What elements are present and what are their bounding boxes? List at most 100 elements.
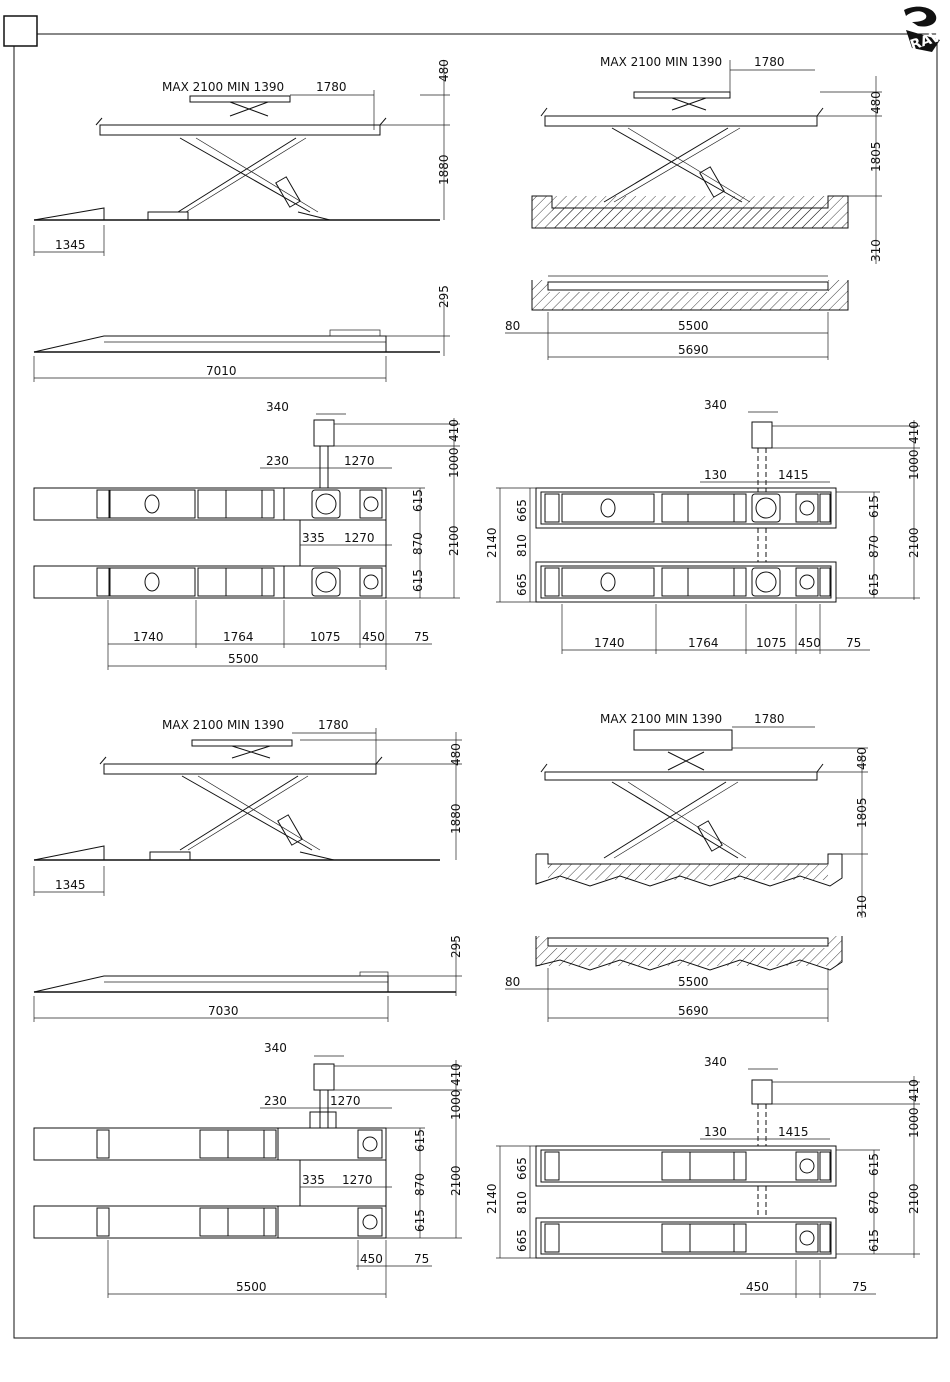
dim-1764: 1764 (223, 630, 254, 644)
dim-615-b: 615 (411, 569, 425, 592)
dim-450: 450 (798, 636, 821, 650)
pad-height-dim: 480 (855, 747, 869, 770)
height-dim: 1880 (449, 803, 463, 834)
pit-depth-dim: 310 (869, 239, 883, 262)
dim-450: 450 (746, 1280, 769, 1294)
travel-dim: 1780 (754, 712, 785, 726)
tr-plan-view: 340 410 1000 130 1415 (485, 398, 921, 654)
dim-1000: 1000 (907, 1107, 921, 1138)
low-height-dim: 295 (449, 935, 463, 958)
tr-low-view: 80 5500 5690 (505, 275, 849, 360)
dim-410: 410 (447, 419, 461, 442)
dim-80: 80 (505, 319, 520, 333)
dim-80: 80 (505, 975, 520, 989)
dim-75: 75 (414, 630, 429, 644)
dim-1415: 1415 (778, 1125, 809, 1139)
dim-2100: 2100 (907, 1183, 921, 1214)
tl-side-view: MAX 2100 MIN 1390 1780 480 1880 1345 (33, 59, 451, 256)
height-dim: 1805 (855, 797, 869, 828)
range-label: MAX 2100 MIN 1390 (162, 80, 284, 94)
dim-1270-b: 1270 (344, 531, 375, 545)
dim-130: 130 (704, 1125, 727, 1139)
dim-1740: 1740 (133, 630, 164, 644)
dim-410: 410 (449, 1063, 463, 1086)
dim-1000: 1000 (907, 449, 921, 480)
range-label: MAX 2100 MIN 1390 (600, 712, 722, 726)
overall-length-dim: 7010 (206, 364, 237, 378)
dim-1000: 1000 (449, 1089, 463, 1120)
dim-1075: 1075 (756, 636, 787, 650)
overall-length-dim: 7030 (208, 1004, 239, 1018)
dim-615-b: 615 (867, 573, 881, 596)
tr-side-view: MAX 2100 MIN 1390 1780 480 1805 310 (531, 55, 883, 264)
dim-410: 410 (907, 1079, 921, 1102)
dim-665: 665 (515, 1157, 529, 1180)
ramp-dim: 1345 (55, 878, 86, 892)
dim-870: 870 (867, 1191, 881, 1214)
dim-870: 870 (867, 535, 881, 558)
dim-810: 810 (515, 1191, 529, 1214)
dim-615-b: 615 (413, 1209, 427, 1232)
range-label: MAX 2100 MIN 1390 (162, 718, 284, 732)
travel-dim: 1780 (754, 55, 785, 69)
tl-plan-view: 340 410 1000 230 1270 335 1270 (33, 400, 461, 670)
dim-5690: 5690 (678, 1004, 709, 1018)
dim-1075: 1075 (310, 630, 341, 644)
pad-height-dim: 480 (437, 59, 451, 82)
dim-5500: 5500 (236, 1280, 267, 1294)
dim-665: 665 (515, 499, 529, 522)
dim-615: 615 (413, 1129, 427, 1152)
dim-1270: 1270 (344, 454, 375, 468)
pit-depth-dim: 310 (855, 895, 869, 918)
dim-130: 130 (704, 468, 727, 482)
dim-450: 450 (360, 1252, 383, 1266)
dim-335: 335 (302, 1173, 325, 1187)
dim-1270: 1270 (330, 1094, 361, 1108)
br-side-view: MAX 2100 MIN 1390 1780 480 1805 310 (535, 712, 869, 918)
dim-1740: 1740 (594, 636, 625, 650)
bl-side-view: MAX 2100 MIN 1390 1780 480 1880 1345 (33, 718, 463, 896)
dim-2100: 2100 (447, 525, 461, 556)
dim-615: 615 (411, 489, 425, 512)
dim-450: 450 (362, 630, 385, 644)
dim-1000: 1000 (447, 447, 461, 478)
dim-615: 615 (867, 495, 881, 518)
dim-75: 75 (846, 636, 861, 650)
dim-2100: 2100 (907, 527, 921, 558)
pad-height-dim: 480 (449, 743, 463, 766)
dim-1764: 1764 (688, 636, 719, 650)
dim-5500: 5500 (228, 652, 259, 666)
travel-dim: 1780 (316, 80, 347, 94)
title-box (3, 15, 38, 47)
height-dim: 1805 (869, 141, 883, 172)
travel-dim: 1780 (318, 718, 349, 732)
ramp-dim: 1345 (55, 238, 86, 252)
pad-height-dim: 480 (869, 91, 883, 114)
dim-340: 340 (704, 398, 727, 412)
range-label: MAX 2100 MIN 1390 (600, 55, 722, 69)
dim-870: 870 (413, 1173, 427, 1196)
dim-5690: 5690 (678, 343, 709, 357)
dim-340: 340 (266, 400, 289, 414)
tl-low-view: 295 7010 (33, 285, 451, 382)
height-dim: 1880 (437, 154, 451, 185)
dim-1415: 1415 (778, 468, 809, 482)
dim-5500: 5500 (678, 975, 709, 989)
dim-1270-b: 1270 (342, 1173, 373, 1187)
dim-810: 810 (515, 534, 529, 557)
dim-665-b: 665 (515, 1229, 529, 1252)
dim-75: 75 (414, 1252, 429, 1266)
dim-870: 870 (411, 532, 425, 555)
dim-2100: 2100 (449, 1165, 463, 1196)
dim-5500: 5500 (678, 319, 709, 333)
dim-340: 340 (264, 1041, 287, 1055)
drawing-frame (13, 33, 938, 1339)
bl-low-view: 295 7030 (33, 935, 463, 1022)
br-low-view: 80 5500 5690 (505, 936, 843, 1022)
dim-75: 75 (852, 1280, 867, 1294)
dim-615: 615 (867, 1153, 881, 1176)
dim-230: 230 (264, 1094, 287, 1108)
dim-665-b: 665 (515, 573, 529, 596)
